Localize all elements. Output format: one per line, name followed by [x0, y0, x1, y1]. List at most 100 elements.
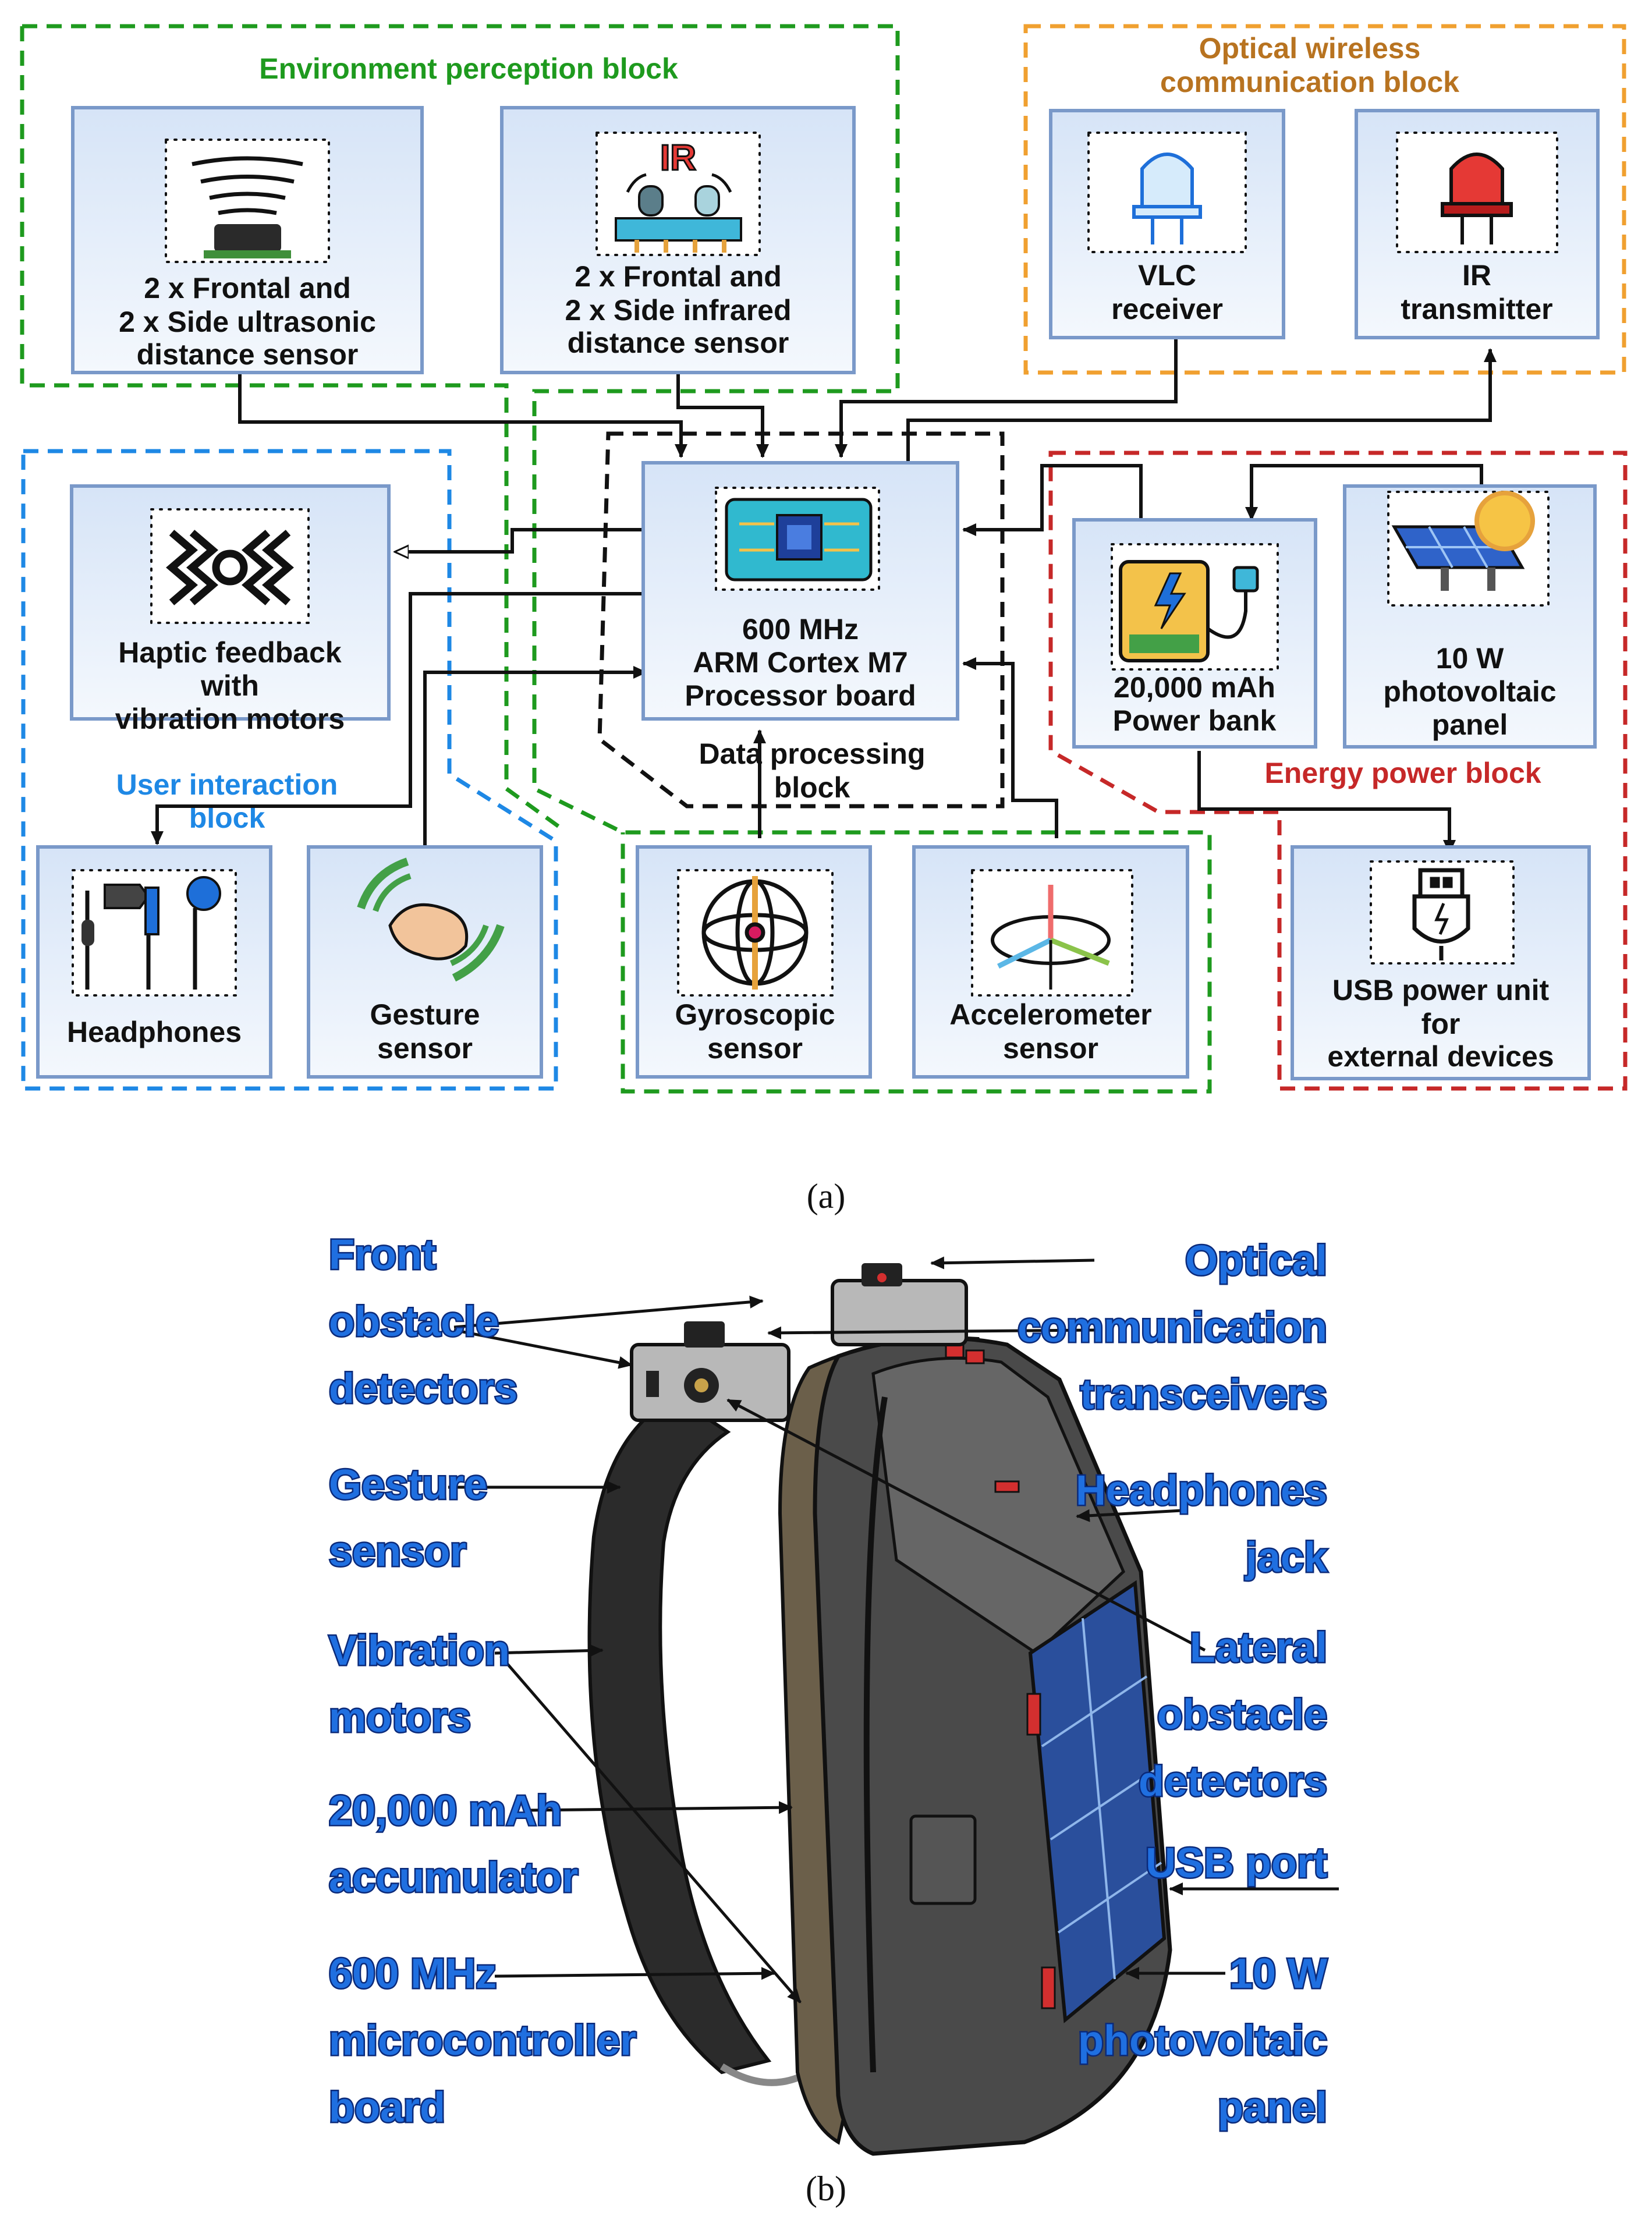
- energy-block-title: Energy power block: [1264, 757, 1541, 789]
- callout-optical-line2: communication: [1018, 1304, 1327, 1351]
- box-infrared: IR 2 x Frontal and 2 x Side infrared dis…: [500, 106, 856, 374]
- arrow-ultrasonic-to-processor: [238, 374, 687, 458]
- box-headphones: Headphones: [36, 845, 272, 1079]
- user-block-title-line1: User interaction: [116, 768, 338, 801]
- accel-label-line2: sensor: [1003, 1032, 1098, 1065]
- arrow-pv-to-powerbank: [1245, 464, 1483, 521]
- callout-optical-line3: transceivers: [1080, 1371, 1327, 1418]
- haptic-label-line2: with: [200, 669, 259, 702]
- usb-label-line1: USB power unit: [1332, 974, 1550, 1006]
- headphones-icon: [81, 876, 221, 990]
- infrared-label-line2: 2 x Side infrared: [565, 294, 791, 327]
- usb-label-line2: for: [1421, 1008, 1460, 1040]
- callout-accumulator-line1: 20,000 mAh: [329, 1788, 562, 1834]
- arrow-infrared-to-processor: [676, 374, 769, 458]
- box-vlc-receiver: VLC receiver: [1049, 109, 1285, 339]
- callout-pv-line2: photovoltaic: [1078, 2018, 1327, 2064]
- haptic-label-line1: Haptic feedback: [118, 636, 342, 669]
- panel-a-caption: (a): [807, 1177, 846, 1215]
- callout-gesture-line1: Gesture: [329, 1462, 487, 1508]
- powerbank-label-line1: 20,000 mAh: [1114, 671, 1275, 704]
- box-ir-transmitter: IR transmitter: [1355, 109, 1600, 339]
- panel-b-caption: (b): [806, 2169, 846, 2208]
- processor-label-line1: 600 MHz: [742, 613, 859, 646]
- callout-lateral-line1: Lateral: [1190, 1625, 1327, 1671]
- gesture-label-line2: sensor: [377, 1032, 473, 1065]
- gyro-label-line1: Gyroscopic: [675, 998, 835, 1031]
- gesture-hand-icon: [357, 857, 505, 982]
- arrow-powerbank-to-processor: [962, 464, 1143, 536]
- processing-block-outline: [597, 431, 1005, 809]
- box-ultrasonic: 2 x Frontal and 2 x Side ultrasonic dist…: [71, 106, 424, 374]
- callout-vibration-line2: motors: [329, 1694, 471, 1741]
- infrared-icon-label: IR: [660, 138, 696, 178]
- infrared-label-line1: 2 x Frontal and: [575, 260, 782, 293]
- callout-gesture-line2: sensor: [329, 1529, 466, 1575]
- callout-vibration-line1: Vibration: [329, 1628, 510, 1674]
- accel-label-line1: Accelerometer: [949, 998, 1151, 1031]
- arrow-processor-to-irtx: [906, 348, 1497, 465]
- gyroscope-icon: [701, 876, 809, 990]
- vlc-led-icon: [1132, 153, 1202, 244]
- callout-micro-line3: board: [329, 2084, 445, 2131]
- headphones-label: Headphones: [67, 1016, 242, 1048]
- callout-pv-line1: 10 W: [1229, 1951, 1327, 1997]
- vibration-icon: [166, 530, 294, 605]
- optical-block-outline: [1023, 24, 1626, 375]
- arrow-processor-to-haptic: [396, 528, 643, 552]
- processor-label-line3: Processor board: [685, 679, 916, 712]
- irtx-label-line2: transmitter: [1401, 293, 1552, 325]
- callout-micro-line1: 600 MHz: [329, 1951, 497, 1997]
- callout-front-line1: Front: [329, 1232, 436, 1278]
- arrow-powerbank-to-usb: [1197, 751, 1456, 854]
- processor-chip-icon: [725, 498, 873, 582]
- arrow-vlc-to-processor: [835, 338, 1178, 458]
- haptic-label-line3: vibration motors: [115, 703, 345, 735]
- accelerometer-axes-icon: [991, 885, 1111, 990]
- irtx-label-line1: IR: [1462, 259, 1491, 292]
- infrared-sensor-icon: IR: [615, 137, 742, 253]
- user-block-outline: [21, 449, 558, 1091]
- optical-block-title-line2: communication block: [1160, 66, 1459, 98]
- arrow-gesture-to-processor: [423, 666, 647, 847]
- box-gesture: Gesture sensor: [307, 845, 543, 1079]
- ultrasonic-label-line3: distance sensor: [137, 338, 359, 371]
- box-powerbank: 20,000 mAh Power bank: [1072, 518, 1317, 749]
- usb-label-line3: external devices: [1327, 1040, 1554, 1073]
- callout-usb-port: USB port: [1146, 1840, 1327, 1887]
- callout-micro-line2: microcontroller: [329, 2018, 636, 2064]
- callout-front-line3: detectors: [329, 1366, 517, 1412]
- callout-jack-line1: Headphones: [1076, 1467, 1327, 1514]
- box-gyroscope: Gyroscopic sensor: [636, 845, 872, 1079]
- optical-block-title-line1: Optical wireless: [1199, 32, 1421, 65]
- callout-front-line2: obstacle: [329, 1299, 499, 1345]
- processor-label-line2: ARM Cortex M7: [693, 646, 907, 679]
- callout-jack-line2: jack: [1245, 1534, 1328, 1581]
- ultrasonic-label-line1: 2 x Frontal and: [144, 272, 351, 304]
- pv-label-line3: panel: [1432, 708, 1508, 741]
- box-photovoltaic: 10 W photovoltaic panel: [1343, 484, 1597, 749]
- arrow-accel-to-processor: [962, 657, 1058, 838]
- vlc-label-line1: VLC: [1138, 259, 1196, 292]
- diagram-connectors: [151, 338, 1497, 854]
- gyro-label-line2: sensor: [707, 1032, 803, 1065]
- callout-accumulator-line2: accumulator: [329, 1855, 578, 1901]
- usb-plug-icon: [1412, 868, 1470, 960]
- callout-pv-line3: panel: [1218, 2084, 1327, 2131]
- processing-block-title-line2: block: [774, 771, 850, 804]
- box-usb-power-unit: USB power unit for external devices: [1291, 845, 1591, 1080]
- powerbank-icon: [1119, 560, 1259, 662]
- callout-lateral-line2: obstacle: [1157, 1692, 1327, 1738]
- backpack-illustration: [587, 1263, 1172, 2156]
- environment-block-title: Environment perception block: [259, 52, 678, 85]
- processing-block-title-line1: Data processing: [699, 738, 925, 770]
- energy-block-outline: [1048, 451, 1628, 1091]
- box-haptic: Haptic feedback with vibration motors: [70, 484, 391, 735]
- box-processor: 600 MHz ARM Cortex M7 Processor board: [641, 461, 959, 721]
- infrared-label-line3: distance sensor: [568, 327, 789, 359]
- callout-optical-line1: Optical: [1185, 1238, 1327, 1284]
- solar-panel-sun-icon: [1391, 491, 1535, 591]
- ultrasonic-sensor-icon: [192, 156, 303, 258]
- pv-label-line1: 10 W: [1436, 642, 1505, 675]
